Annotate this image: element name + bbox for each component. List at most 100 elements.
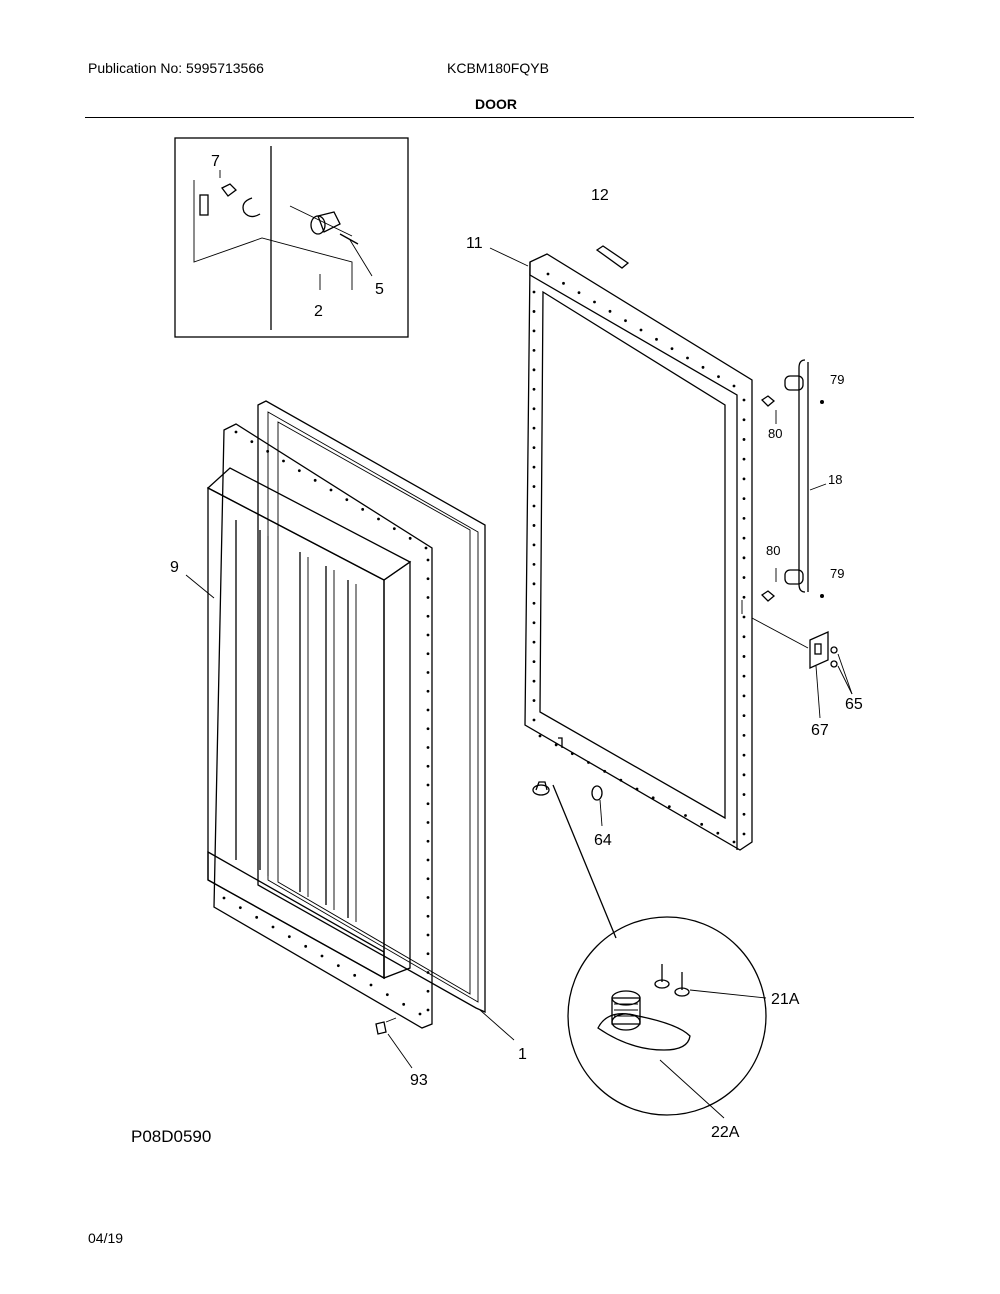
- mounting-hole: [532, 562, 536, 566]
- mounting-hole: [426, 671, 430, 674]
- mounting-hole: [287, 935, 291, 939]
- mounting-hole: [402, 1002, 406, 1006]
- mounting-hole: [532, 407, 536, 411]
- mounting-hole: [408, 536, 412, 540]
- hinge-magnified-detail: [567, 916, 767, 1119]
- mounting-hole: [716, 831, 720, 835]
- mounting-hole: [532, 504, 536, 508]
- mounting-hole: [297, 469, 301, 473]
- mounting-hole: [426, 914, 430, 918]
- mounting-hole: [532, 660, 536, 664]
- outer-door-panel: [489, 245, 753, 851]
- mounting-hole: [742, 655, 746, 658]
- mounting-hole: [532, 465, 536, 469]
- mounting-hole: [742, 595, 746, 599]
- mounting-hole: [603, 769, 607, 773]
- mounting-hole: [345, 498, 349, 502]
- mounting-hole: [700, 822, 704, 826]
- mounting-hole: [424, 546, 428, 550]
- mounting-hole: [238, 906, 242, 910]
- callout-21a: 21A: [771, 991, 800, 1008]
- callout-79-bottom: 79: [830, 566, 844, 581]
- mounting-hole: [426, 764, 430, 768]
- callout-67: 67: [811, 722, 829, 739]
- mounting-hole: [532, 290, 536, 294]
- mounting-hole: [532, 329, 536, 333]
- mounting-hole: [742, 418, 746, 422]
- mounting-hole: [717, 375, 720, 379]
- mounting-hole: [686, 356, 689, 360]
- mounting-hole: [742, 536, 746, 540]
- mounting-hole: [426, 727, 430, 731]
- mounting-hole: [426, 1008, 430, 1012]
- callout-80-top: 80: [768, 426, 782, 441]
- mounting-hole: [532, 601, 536, 605]
- mounting-hole: [222, 896, 226, 900]
- mounting-hole: [532, 446, 536, 450]
- mounting-hole: [532, 718, 536, 722]
- section-title: DOOR: [475, 96, 517, 112]
- mounting-hole: [361, 507, 365, 511]
- callout-79-top: 79: [830, 372, 844, 387]
- mounting-hole: [532, 387, 536, 391]
- mounting-hole: [320, 954, 324, 958]
- mounting-hole: [742, 457, 746, 461]
- mounting-hole: [667, 805, 671, 809]
- callout-5: 5: [375, 281, 384, 298]
- callout-9: 9: [170, 559, 179, 576]
- mounting-hole: [369, 983, 373, 987]
- door-liner-and-gasket: [185, 400, 515, 1069]
- mounting-hole: [266, 449, 270, 453]
- mounting-hole: [742, 477, 746, 481]
- mounting-hole: [385, 993, 389, 997]
- mounting-hole: [426, 614, 430, 618]
- mounting-hole: [624, 319, 627, 323]
- mounting-hole: [426, 689, 430, 693]
- mounting-hole: [418, 1012, 422, 1016]
- door-handle: [760, 359, 827, 602]
- mounting-hole: [546, 272, 550, 276]
- mounting-hole: [426, 652, 430, 656]
- mounting-hole: [554, 743, 558, 747]
- mounting-hole: [742, 438, 746, 441]
- mounting-hole: [426, 933, 430, 937]
- mounting-hole: [532, 524, 536, 527]
- mounting-hole: [426, 633, 430, 637]
- mounting-hole: [426, 952, 430, 956]
- mounting-hole: [532, 699, 536, 702]
- mounting-hole: [426, 989, 430, 993]
- hinge-bracket: [741, 600, 853, 719]
- mounting-hole: [538, 734, 542, 738]
- mounting-hole: [532, 679, 536, 683]
- mounting-hole: [532, 582, 536, 586]
- mounting-hole: [532, 426, 536, 430]
- mounting-hole: [655, 337, 658, 341]
- mounting-hole: [532, 310, 536, 313]
- mounting-hole: [426, 558, 430, 562]
- mounting-hole: [392, 527, 396, 531]
- mounting-hole: [562, 281, 565, 285]
- mounting-hole: [426, 839, 430, 843]
- model-number: KCBM180FQYB: [447, 60, 549, 76]
- mounting-hole: [742, 714, 746, 718]
- mounting-hole: [377, 517, 380, 521]
- mounting-hole: [742, 733, 746, 737]
- mounting-hole: [742, 576, 746, 579]
- callout-12: 12: [591, 187, 609, 204]
- mounting-hole: [271, 925, 275, 929]
- mounting-hole: [336, 964, 340, 968]
- callout-22a: 22A: [711, 1124, 740, 1141]
- mounting-hole: [587, 761, 590, 764]
- bottom-hinge-parts: [532, 737, 617, 939]
- mounting-hole: [742, 773, 746, 777]
- mounting-hole: [742, 615, 746, 619]
- mounting-hole: [426, 746, 430, 749]
- mounting-hole: [742, 497, 746, 501]
- mounting-hole: [532, 621, 536, 625]
- callout-80-bottom: 80: [766, 543, 780, 558]
- mounting-hole: [426, 896, 430, 899]
- mounting-hole: [532, 640, 536, 644]
- mounting-hole: [635, 787, 639, 791]
- mounting-hole: [570, 752, 574, 756]
